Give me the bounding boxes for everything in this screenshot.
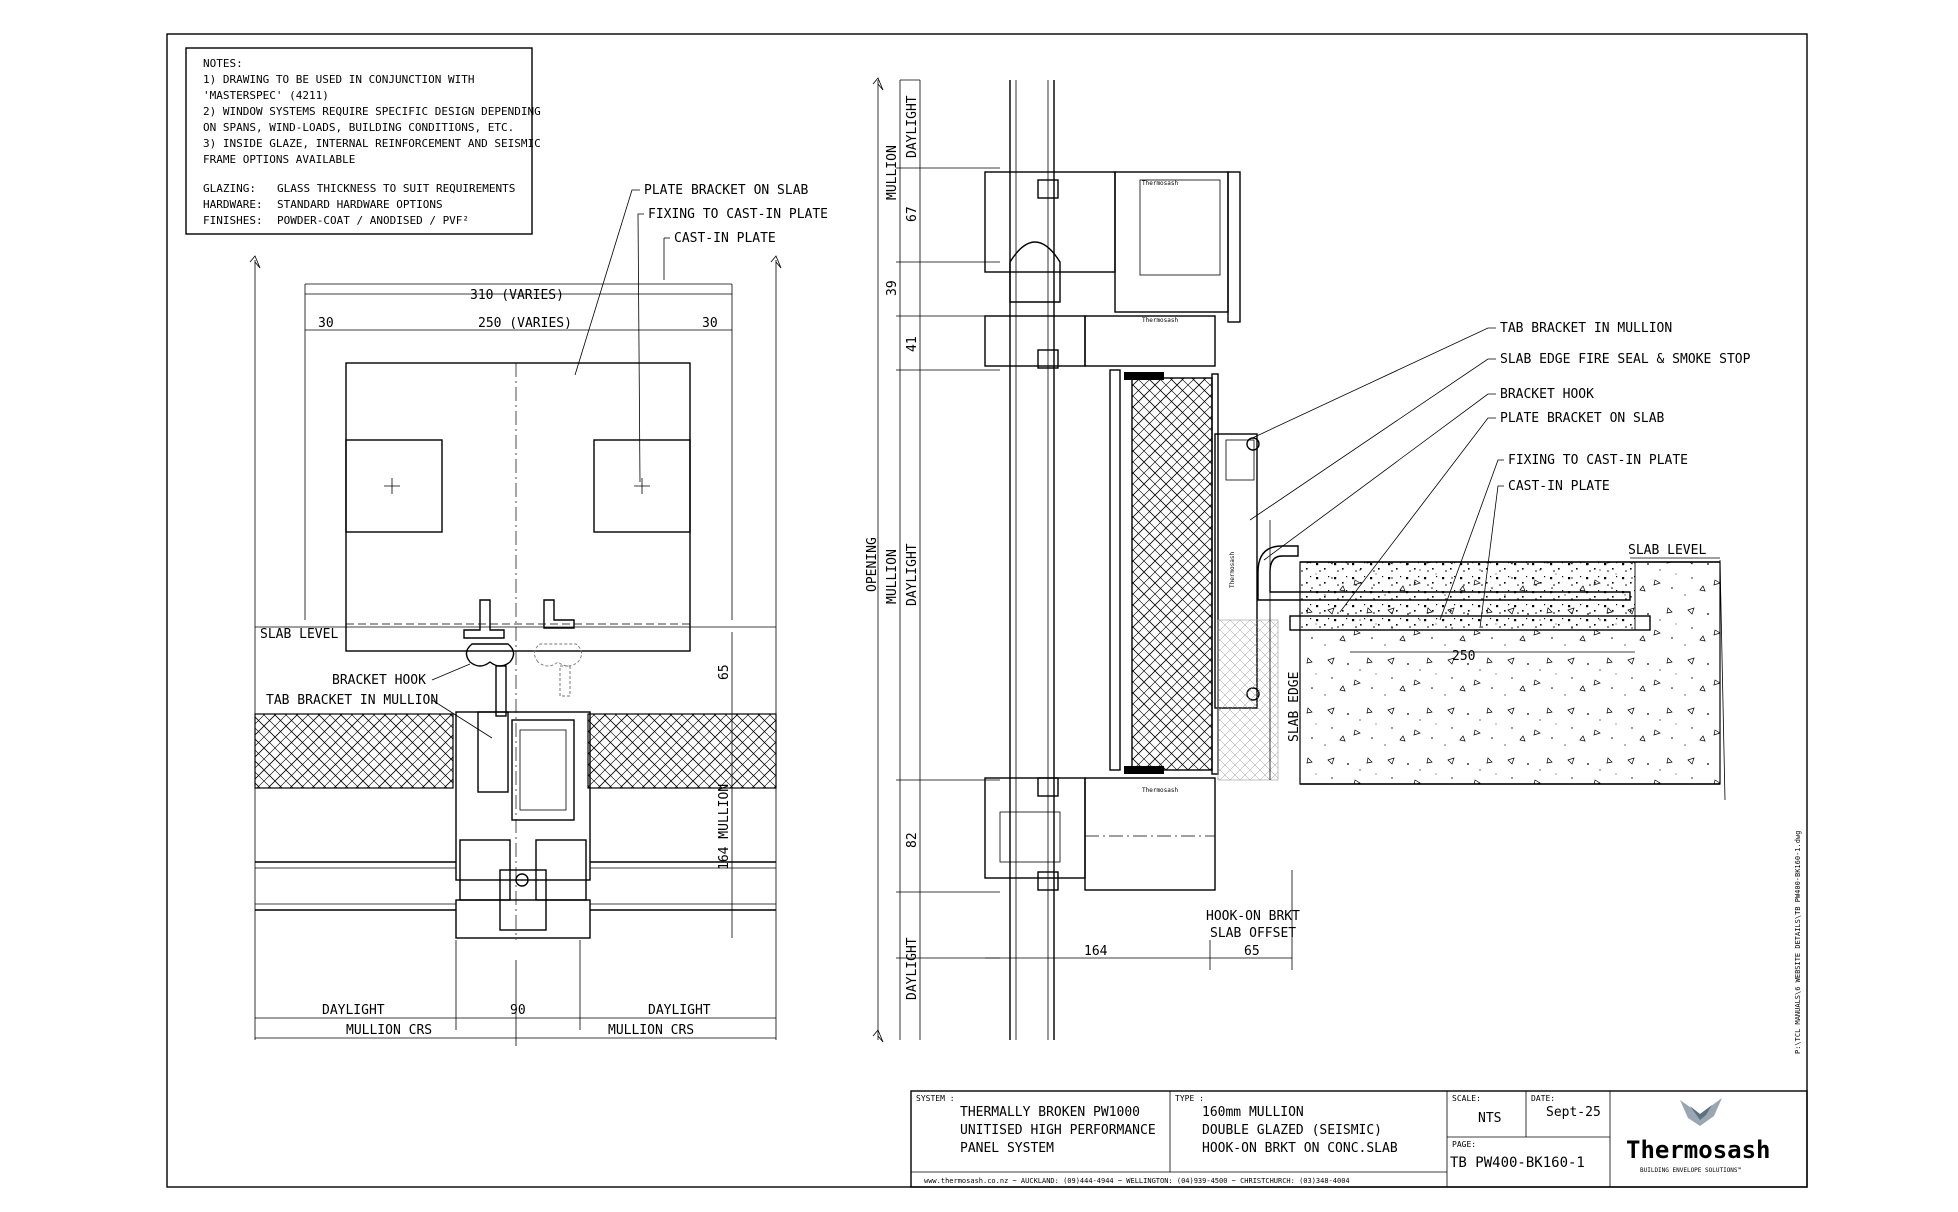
callout-hook-offset-1: HOOK-ON BRKT <box>1206 909 1300 924</box>
dim-82: 82 <box>905 832 920 848</box>
top-transom: Thermosash Thermosash <box>984 171 1241 369</box>
dim-daylight-mid: DAYLIGHT <box>905 543 920 606</box>
callout-section-fixing: FIXING TO CAST-IN PLATE <box>1508 453 1688 468</box>
brand-mark: Thermosash <box>1142 787 1179 794</box>
title-block: SYSTEM : THERMALLY BROKEN PW1000 UNITISE… <box>910 1090 1808 1188</box>
scale-value: NTS <box>1478 1111 1501 1126</box>
spec-value: POWDER-COAT / ANODISED / PVF² <box>277 214 469 227</box>
page-label: PAGE: <box>1452 1140 1476 1149</box>
spec-key: FINISHES: <box>203 214 263 227</box>
brand-mark: Thermosash <box>1142 180 1179 187</box>
spec-value: STANDARD HARDWARE OPTIONS <box>277 198 443 211</box>
plan-slab-level: SLAB LEVEL <box>260 627 338 642</box>
system-line: PANEL SYSTEM <box>960 1141 1054 1156</box>
plan-glazing-right <box>590 861 776 911</box>
dim-mullion-mid: MULLION <box>885 549 900 604</box>
dim-67: 67 <box>905 206 920 222</box>
brand-mark: Thermosash <box>1142 317 1179 324</box>
date-value: Sept-25 <box>1546 1105 1601 1120</box>
note-line: 1) DRAWING TO BE USED IN CONJUNCTION WIT… <box>203 73 475 86</box>
section-bracket-hook <box>1257 545 1631 601</box>
dim-hook: 65 <box>717 664 732 680</box>
dim-edge-left: 30 <box>318 316 334 331</box>
notes-title: NOTES: <box>203 57 243 70</box>
contact-line: www.thermosash.co.nz ~ AUCKLAND: (09)444… <box>924 1177 1350 1185</box>
dim-overall: 310 (VARIES) <box>470 288 564 303</box>
dim-daylight-left: DAYLIGHT <box>322 1003 385 1018</box>
system-line: UNITISED HIGH PERFORMANCE <box>960 1123 1156 1138</box>
date-label: DATE: <box>1531 1094 1555 1103</box>
spec-key: GLAZING: <box>203 182 256 195</box>
dim-daylight-top: DAYLIGHT <box>905 95 920 158</box>
callout-tab-bracket: TAB BRACKET IN MULLION <box>266 693 438 708</box>
section-slab-edge: SLAB EDGE <box>1287 672 1302 742</box>
callout-cast-in-plate: CAST-IN PLATE <box>674 231 776 246</box>
fire-seal <box>1217 619 1279 781</box>
dim-mullion-width: 90 <box>510 1003 526 1018</box>
callout-hook-offset-2: SLAB OFFSET <box>1210 926 1296 941</box>
dim-mullion-crs-left: MULLION CRS <box>346 1023 432 1038</box>
plan-glazing-left <box>255 861 456 911</box>
file-path-note: P:\TCL MANUALS\6 WEBSITE DETAILS\TB PW40… <box>1794 831 1802 1054</box>
dim-daylight-right: DAYLIGHT <box>648 1003 711 1018</box>
bracket-hook-shape <box>465 643 515 667</box>
dim-opening: OPENING <box>865 537 880 592</box>
type-label: TYPE : <box>1175 1094 1204 1103</box>
callout-plate-bracket: PLATE BRACKET ON SLAB <box>644 183 809 198</box>
brand-mark: Thermosash <box>1229 551 1236 588</box>
spec-value: GLASS THICKNESS TO SUIT REQUIREMENTS <box>277 182 515 195</box>
section-glazing <box>1009 80 1055 1040</box>
section-slab-level: SLAB LEVEL <box>1628 543 1706 558</box>
dim-41: 41 <box>905 336 920 352</box>
insulation-panel-left <box>254 713 454 789</box>
section-view: DAYLIGHT MULLION 67 39 41 OPENING MULLIO… <box>865 77 1751 1043</box>
anchor-plate-left <box>345 439 443 533</box>
note-line: ON SPANS, WIND-LOADS, BUILDING CONDITION… <box>203 121 514 134</box>
type-line: DOUBLE GLAZED (SEISMIC) <box>1202 1123 1382 1138</box>
dim-65: 65 <box>1244 944 1260 959</box>
callout-fire-seal: SLAB EDGE FIRE SEAL & SMOKE STOP <box>1500 352 1751 367</box>
system-line: THERMALLY BROKEN PW1000 <box>960 1105 1140 1120</box>
dim-mullion-top: MULLION <box>885 145 900 200</box>
anchor-plate-right <box>593 439 691 533</box>
scale-label: SCALE: <box>1452 1094 1481 1103</box>
dim-mullion-crs-right: MULLION CRS <box>608 1023 694 1038</box>
dim-mullion: 164 MULLION <box>717 784 732 870</box>
insulation-panel-right <box>587 713 777 789</box>
plan-mullion <box>455 711 591 881</box>
bottom-transom: Thermosash <box>984 777 1216 891</box>
type-line: 160mm MULLION <box>1202 1105 1304 1120</box>
concrete-slab <box>1299 559 1726 801</box>
notes-box: NOTES: 1) DRAWING TO BE USED IN CONJUNCT… <box>185 47 541 235</box>
plate-bracket <box>1289 615 1651 631</box>
callout-bracket-hook: BRACKET HOOK <box>332 673 426 688</box>
callout-section-tab-bracket: TAB BRACKET IN MULLION <box>1500 321 1672 336</box>
spec-key: HARDWARE: <box>203 198 263 211</box>
note-line: 3) INSIDE GLAZE, INTERNAL REINFORCEMENT … <box>203 137 541 150</box>
callout-section-cast-in-plate: CAST-IN PLATE <box>1508 479 1610 494</box>
dim-164: 164 <box>1084 944 1108 959</box>
dim-edge-right: 30 <box>702 316 718 331</box>
dim-inner: 250 (VARIES) <box>478 316 572 331</box>
note-line: 'MASTERSPEC' (4211) <box>203 89 329 102</box>
note-line: FRAME OPTIONS AVAILABLE <box>203 153 355 166</box>
plan-view: 310 (VARIES) 30 250 (VARIES) 30 SLAB LEV… <box>249 183 828 1046</box>
spandrel-insulation <box>1131 377 1213 771</box>
page-value: TB PW400-BK160-1 <box>1450 1155 1585 1171</box>
note-line: 2) WINDOW SYSTEMS REQUIRE SPECIFIC DESIG… <box>203 105 541 118</box>
type-line: HOOK-ON BRKT ON CONC.SLAB <box>1202 1141 1398 1156</box>
system-label: SYSTEM : <box>916 1094 955 1103</box>
callout-section-plate-bracket: PLATE BRACKET ON SLAB <box>1500 411 1665 426</box>
cast-in-plate <box>345 362 691 652</box>
callout-fixing: FIXING TO CAST-IN PLATE <box>648 207 828 222</box>
logo-tagline: BUILDING ENVELOPE SOLUTIONS™ <box>1640 1167 1742 1174</box>
dim-39: 39 <box>885 280 900 296</box>
thermosash-logo: Thermosash BUILDING ENVELOPE SOLUTIONS™ <box>1626 1098 1771 1174</box>
logo-wordmark: Thermosash <box>1626 1136 1771 1164</box>
callout-section-bracket-hook: BRACKET HOOK <box>1500 387 1594 402</box>
dim-daylight-bottom: DAYLIGHT <box>905 937 920 1000</box>
dim-250: 250 <box>1452 649 1475 664</box>
